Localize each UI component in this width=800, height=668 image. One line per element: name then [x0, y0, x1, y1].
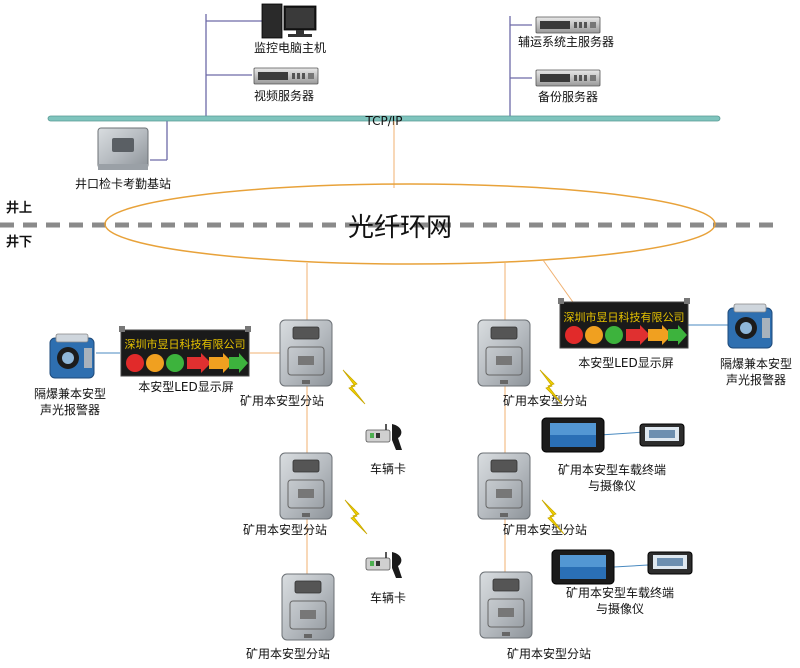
left-vehicle-card-1-label: 车辆卡 [370, 461, 406, 476]
pc-links [150, 14, 532, 161]
below-ground-label: 井下 [6, 234, 32, 250]
substation-cabinet-icon [477, 319, 531, 387]
right-terminal-1-line2: 与摄像仪 [588, 478, 636, 493]
right-alarm-label-line1: 隔爆兼本安型 [720, 356, 792, 371]
left-substation-2-label: 矿用本安型分站 [243, 522, 327, 537]
desktop-computer-icon [261, 3, 317, 39]
substation-cabinet-icon [279, 319, 333, 387]
video-server-label: 视频服务器 [254, 88, 314, 103]
explosion-proof-alarm-icon [727, 303, 773, 349]
left-led-company-text: 深圳市昱日科技有限公司 [125, 337, 246, 351]
wellhead-station-label: 井口检卡考勤基站 [75, 176, 171, 191]
left-substation-3-label: 矿用本安型分站 [246, 646, 330, 661]
left-led-display-label: 本安型LED显示屏 [138, 379, 234, 394]
backup-server-label: 备份服务器 [538, 89, 598, 104]
monitor-pc-label: 监控电脑主机 [254, 41, 326, 55]
camera-icon [647, 551, 693, 575]
left-vehicle-card-2-label: 车辆卡 [370, 590, 406, 605]
right-alarm-label-line2: 声光报警器 [726, 372, 786, 387]
substation-cabinet-icon [281, 573, 335, 641]
right-terminal-2-line2: 与摄像仪 [596, 601, 644, 616]
above-ground-label: 井上 [6, 200, 32, 216]
lightning-wireless-icon [344, 499, 368, 535]
right-substation-2-label: 矿用本安型分站 [503, 522, 587, 537]
camera-icon [639, 423, 685, 447]
substation-cabinet-icon [479, 571, 533, 639]
rack-server-icon [253, 67, 319, 85]
right-led-company-text: 深圳市昱日科技有限公司 [564, 310, 685, 324]
vehicle-terminal-icon [551, 549, 615, 585]
transport-server-label: 辅运系统主服务器 [518, 34, 614, 49]
right-substation-3-label: 矿用本安型分站 [507, 646, 591, 661]
left-substation-1-label: 矿用本安型分站 [240, 393, 324, 408]
vehicle-card-icon [365, 423, 403, 451]
device-links [96, 324, 730, 568]
tcp-ip-bus [47, 115, 721, 122]
right-substation-1-label: 矿用本安型分站 [503, 393, 587, 408]
right-led-display-label: 本安型LED显示屏 [578, 355, 674, 370]
vehicle-card-icon [365, 551, 403, 579]
rack-server-icon [535, 69, 601, 87]
left-alarm-label-line2: 声光报警器 [40, 402, 100, 417]
rack-server-icon [535, 16, 601, 34]
explosion-proof-alarm-icon [49, 333, 95, 379]
vehicle-terminal-icon [541, 417, 605, 453]
led-display-icon [118, 325, 252, 377]
substation-cabinet-icon [477, 452, 531, 520]
tcp-ip-label: TCP/IP [364, 114, 402, 128]
right-terminal-2-line1: 矿用本安型车载终端 [566, 585, 674, 600]
substation-cabinet-icon [279, 452, 333, 520]
left-alarm-label-line1: 隔爆兼本安型 [34, 386, 106, 401]
right-terminal-1-line1: 矿用本安型车载终端 [558, 462, 666, 477]
fiber-ring-label: 光纤环网 [348, 213, 452, 243]
fiber-ring [104, 183, 716, 265]
lightning-wireless-icon [342, 369, 366, 405]
cabinet-station-icon [97, 127, 149, 170]
